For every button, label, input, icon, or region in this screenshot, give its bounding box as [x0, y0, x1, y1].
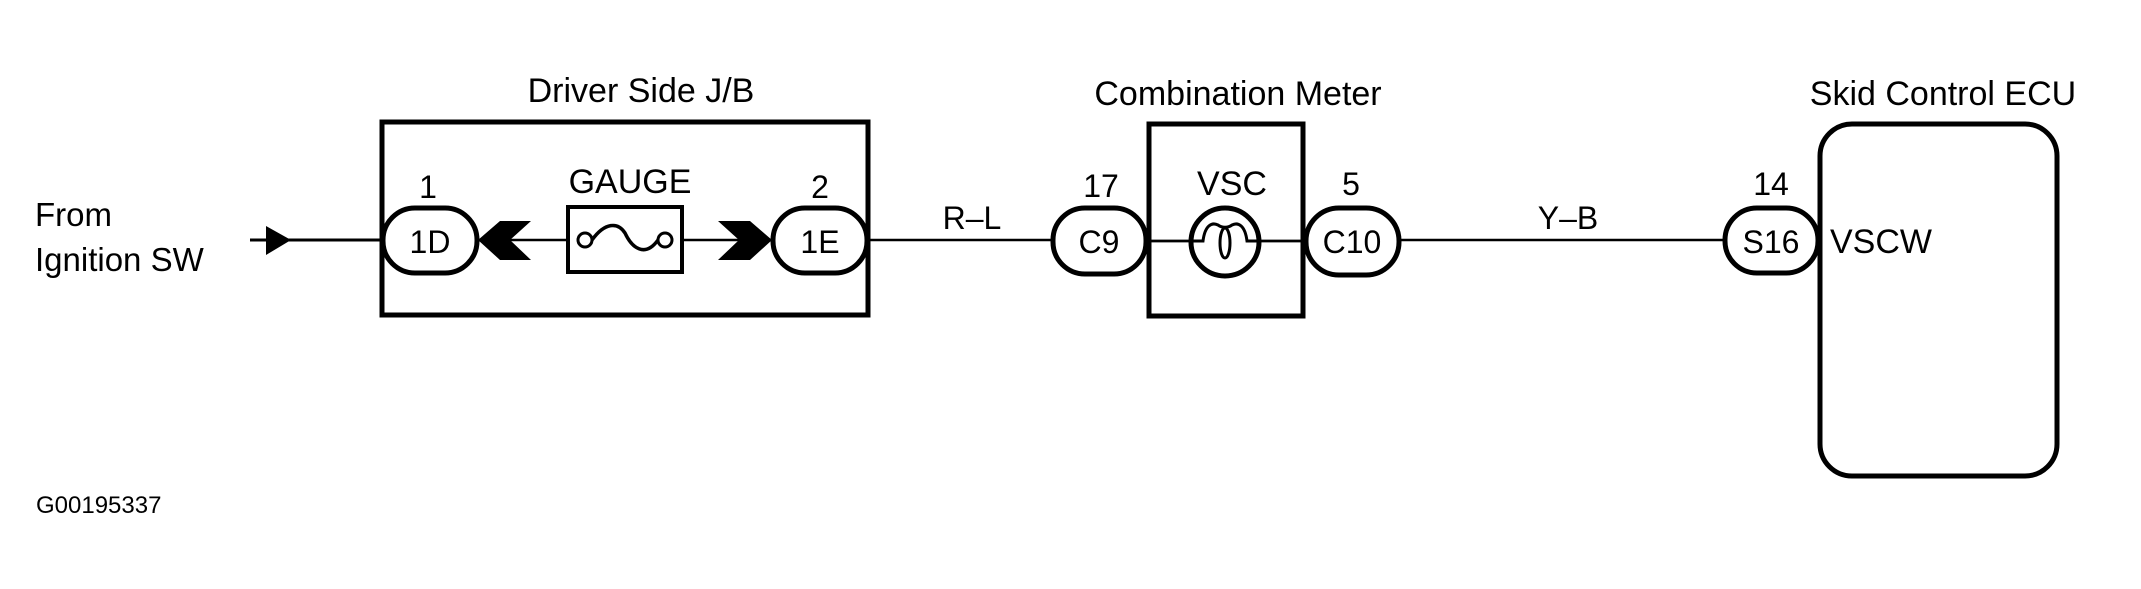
junction-block-title: Driver Side J/B — [528, 72, 755, 110]
connector-chevron-left-icon — [478, 221, 531, 260]
pin-number-2: 2 — [811, 169, 829, 205]
connector-s16 — [1722, 205, 1821, 276]
ecu-title: Skid Control ECU — [1810, 75, 2076, 113]
wire-color-r-l: R–L — [943, 200, 1002, 236]
connector-code-c10: C10 — [1323, 224, 1382, 260]
connector-c10 — [1303, 205, 1402, 278]
combination-meter: Combination Meter 17 C9 VSC 5 C10 — [1050, 75, 1402, 319]
source-label-line1: From — [35, 196, 112, 233]
pin-number-1: 1 — [419, 169, 437, 205]
fuse-icon — [566, 205, 684, 274]
combination-meter-box — [1146, 121, 1306, 319]
pin-number-5: 5 — [1342, 166, 1360, 202]
main-wire — [250, 238, 1724, 243]
figure-id: G00195337 — [36, 492, 161, 519]
ecu-terminal-vscw: VSCW — [1830, 223, 1932, 261]
junction-block: Driver Side J/B 1 1D GAUGE 2 1E — [379, 72, 871, 318]
wire-color-y-b: Y–B — [1538, 200, 1598, 236]
connector-code-1e: 1E — [800, 224, 839, 260]
indicator-lamp-icon — [1146, 205, 1305, 279]
ecu-box — [1817, 121, 2060, 479]
pin-number-14: 14 — [1753, 166, 1789, 202]
connector-code-c9: C9 — [1079, 224, 1120, 260]
pin-number-17: 17 — [1083, 168, 1119, 204]
lamp-label-vsc: VSC — [1197, 165, 1267, 203]
connector-1d — [380, 205, 480, 276]
source-label-line2: Ignition SW — [35, 241, 205, 278]
junction-block-box — [379, 119, 871, 318]
connector-chevron-right-icon — [718, 221, 772, 260]
combination-meter-title: Combination Meter — [1094, 75, 1381, 113]
connector-code-s16: S16 — [1743, 224, 1800, 260]
fuse-label: GAUGE — [569, 163, 692, 201]
skid-control-ecu: Skid Control ECU 14 S16 VSCW — [1722, 75, 2076, 479]
connector-code-1d: 1D — [410, 224, 451, 260]
source-ignition-switch: From Ignition SW — [35, 196, 291, 278]
connector-1e — [770, 205, 870, 276]
